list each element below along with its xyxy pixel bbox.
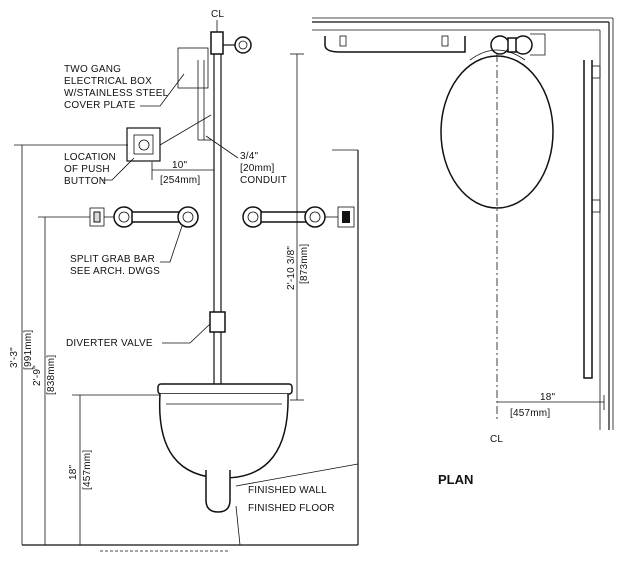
svg-text:SEE ARCH. DWGS: SEE ARCH. DWGS <box>70 266 160 277</box>
svg-text:10": 10" <box>172 160 188 171</box>
finished-floor-label: FINISHED FLOOR <box>248 503 335 514</box>
elevation-view: CL T <box>9 9 359 552</box>
valve-head <box>210 31 224 55</box>
centerline-label-top: CL <box>211 9 224 20</box>
svg-text:OF PUSH: OF PUSH <box>64 164 110 175</box>
svg-text:[873mm]: [873mm] <box>299 244 310 284</box>
push-button-plate <box>126 127 161 162</box>
valve-handle <box>234 36 252 54</box>
finished-wall-label: FINISHED WALL <box>248 485 327 496</box>
plan-centerline-label: CL <box>490 434 503 445</box>
toilet-bowl <box>157 383 293 513</box>
dimension-10-inch: 10" [254mm] <box>151 160 214 186</box>
bowl-outline <box>158 393 289 479</box>
svg-text:18": 18" <box>68 464 79 480</box>
svg-text:LOCATION: LOCATION <box>64 152 116 163</box>
svg-text:[457mm]: [457mm] <box>82 450 93 490</box>
push-button-callout: LOCATION OF PUSH BUTTON <box>64 152 135 187</box>
push-button <box>126 114 212 162</box>
svg-text:ELECTRICAL BOX: ELECTRICAL BOX <box>64 76 152 87</box>
grab-bar-callout: SPLIT GRAB BAR SEE ARCH. DWGS <box>70 225 183 277</box>
svg-text:W/STAINLESS STEEL: W/STAINLESS STEEL <box>64 88 169 99</box>
push-button-circle <box>138 139 150 151</box>
centerline-symbol-top: CL <box>211 9 224 32</box>
plan-view: CL 18" [457mm] PLAN <box>312 17 614 487</box>
svg-text:2'-9": 2'-9" <box>32 365 43 386</box>
dimension-18-elevation: 18" [457mm] <box>68 394 160 545</box>
diverter-valve-body <box>209 311 226 333</box>
svg-text:2'-10 3/8": 2'-10 3/8" <box>286 246 297 290</box>
plan-grab-bar-back <box>324 36 466 53</box>
svg-text:[838mm]: [838mm] <box>46 355 57 395</box>
grab-bar-right <box>242 206 355 228</box>
plan-grab-bar-side <box>583 60 593 379</box>
electrical-box-outline <box>177 47 209 89</box>
dimension-2-9: 2'-9" [838mm] <box>32 216 90 545</box>
outlet-horn <box>205 470 231 513</box>
svg-text:[991mm]: [991mm] <box>23 330 34 370</box>
svg-text:SPLIT GRAB BAR: SPLIT GRAB BAR <box>70 254 155 265</box>
conduit-callout: 3/4" [20mm] CONDUIT <box>205 135 287 186</box>
toilet-seat <box>157 383 293 395</box>
diverter-valve-callout: DIVERTER VALVE <box>66 323 211 349</box>
finished-floor <box>22 544 358 552</box>
dimension-3-3: 3'-3" [991mm] <box>9 144 128 545</box>
svg-text:DIVERTER VALVE: DIVERTER VALVE <box>66 338 153 349</box>
finished-wall <box>332 149 359 545</box>
svg-text:[457mm]: [457mm] <box>510 408 550 419</box>
flush-valve-assembly <box>209 31 252 384</box>
electrical-box-callout: TWO GANG ELECTRICAL BOX W/STAINLESS STEE… <box>64 64 185 111</box>
svg-text:3/4": 3/4" <box>240 151 259 162</box>
svg-text:CONDUIT: CONDUIT <box>240 175 287 186</box>
svg-text:3'-3": 3'-3" <box>9 347 20 368</box>
svg-text:BUTTON: BUTTON <box>64 176 106 187</box>
svg-text:18": 18" <box>540 392 556 403</box>
plan-title: PLAN <box>438 472 473 487</box>
dimension-2-10: 2'-10 3/8" [873mm] <box>286 53 310 401</box>
push-button-conduit <box>159 114 212 146</box>
electrical-box <box>177 47 211 141</box>
svg-text:[20mm]: [20mm] <box>240 163 275 174</box>
grab-bar-left <box>89 206 199 228</box>
svg-text:COVER PLATE: COVER PLATE <box>64 100 136 111</box>
svg-text:[254mm]: [254mm] <box>160 175 200 186</box>
dimension-18-plan: 18" [457mm] <box>497 392 605 419</box>
svg-text:TWO GANG: TWO GANG <box>64 64 121 75</box>
